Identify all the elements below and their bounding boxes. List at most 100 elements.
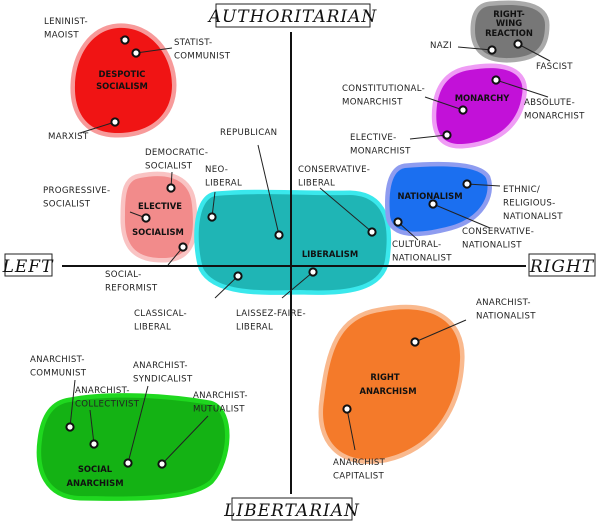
right-anarchism-title: Right bbox=[370, 372, 399, 382]
leader-line bbox=[89, 409, 95, 445]
ideology-label-line: Communist bbox=[30, 369, 87, 379]
ideology-point bbox=[166, 183, 176, 193]
ideology-label-line: Liberal bbox=[205, 179, 242, 189]
leader-line bbox=[214, 275, 239, 299]
elective-socialism-blob bbox=[124, 176, 193, 259]
ideology-point bbox=[442, 130, 452, 140]
ideology-label-line: Monarchist bbox=[524, 112, 585, 122]
elective-socialism-title: Socialism bbox=[132, 227, 184, 237]
ideology-label-line: Conservative- bbox=[462, 227, 534, 237]
svg-text:LEFT: LEFT bbox=[2, 257, 54, 277]
ideology-label-line: Elective- bbox=[350, 133, 397, 143]
ideology-label: Social-Reformist bbox=[105, 270, 158, 294]
leader-line bbox=[281, 271, 314, 299]
ideology-point bbox=[141, 213, 151, 223]
ideology-label-line: Anarchist- bbox=[133, 361, 188, 371]
ideology-label-line: Collectivist bbox=[75, 400, 140, 410]
ideology-label-line: Nationalist bbox=[476, 312, 536, 322]
leader-line bbox=[346, 408, 356, 451]
elective-socialism-group: Democratic-SocialistProgressive- Socialis… bbox=[43, 148, 208, 294]
right-anarchism-title: Anarchism bbox=[359, 386, 416, 396]
ideology-label-line: Capitalist bbox=[333, 472, 385, 482]
ideology-label-line: Monarchist bbox=[342, 98, 403, 108]
ideology-point bbox=[458, 105, 468, 115]
right-wing-reaction-title: Right- bbox=[493, 9, 525, 19]
ideology-label-line: Anarchist- bbox=[476, 298, 531, 308]
ideology-point bbox=[110, 117, 120, 127]
leader-line bbox=[457, 46, 493, 51]
ideology-point bbox=[131, 48, 141, 58]
svg-text:LIBERTARIAN: LIBERTARIAN bbox=[223, 501, 360, 521]
ideology-point bbox=[274, 230, 284, 240]
right-anarchism-region bbox=[318, 304, 465, 464]
ideology-label-line: Nazi bbox=[430, 41, 452, 51]
leader-line bbox=[319, 187, 373, 233]
monarchy-title: Monarchy bbox=[455, 93, 511, 103]
ideology-point bbox=[207, 212, 217, 222]
ideology-label-line: Anarchist- bbox=[30, 355, 85, 365]
despotic-socialism-group: Leninist-MaoistStatist-CommunistMarxistD… bbox=[44, 17, 230, 142]
leader-line bbox=[127, 385, 149, 464]
ideology-point bbox=[123, 458, 133, 468]
right-wing-reaction-group: NaziFascistRight-WingReaction bbox=[430, 9, 573, 72]
right-wing-reaction-blob bbox=[475, 4, 545, 59]
ideology-point bbox=[487, 45, 497, 55]
leader-line bbox=[424, 96, 464, 111]
ideology-label-line: Fascist bbox=[536, 62, 573, 72]
axis-label-authoritarian: AUTHORITARIAN bbox=[207, 3, 376, 28]
elective-socialism-region bbox=[120, 171, 198, 263]
ideology-label-line: Cultural- bbox=[392, 240, 441, 250]
ideology-label-line: Laissez-Faire- bbox=[236, 309, 306, 319]
ideology-label-line: Liberal bbox=[236, 323, 273, 333]
ideology-label-line: Syndicalist bbox=[133, 375, 193, 385]
ideology-label: Republican bbox=[220, 128, 277, 138]
ideology-label-line: Nationalist bbox=[392, 254, 452, 264]
ideology-label-line: Mutualist bbox=[193, 405, 245, 415]
ideology-point bbox=[462, 179, 472, 189]
despotic-socialism-title: Socialism bbox=[96, 81, 148, 91]
ideology-label: Conservative-Liberal bbox=[298, 165, 370, 189]
ideology-label-line: Leninist- bbox=[44, 17, 88, 27]
ideology-point bbox=[367, 227, 377, 237]
leader-line bbox=[432, 203, 491, 229]
social-anarchism-title: Social bbox=[78, 464, 113, 474]
right-wing-reaction-region bbox=[470, 0, 550, 63]
ideology-label: Anarchist- Syndicalist bbox=[133, 361, 193, 385]
ideology-label-line: Anarchist- bbox=[193, 391, 248, 401]
ideology-point bbox=[89, 439, 99, 449]
ideology-label: Absolute-Monarchist bbox=[524, 98, 585, 122]
despotic-socialism-blob bbox=[74, 27, 172, 134]
monarchy-group: Absolute-Monarchist Constitutional- Monarc… bbox=[342, 75, 585, 157]
ideology-label-line: Religious- bbox=[503, 199, 556, 209]
liberalism-title: Liberalism bbox=[302, 249, 358, 259]
despotic-socialism-region bbox=[70, 23, 177, 138]
ideology-label-line: Social- bbox=[105, 270, 141, 280]
leader-line bbox=[409, 134, 448, 140]
nationalism-title: Nationalism bbox=[397, 191, 462, 201]
ideology-label-line: Progressive- bbox=[43, 186, 110, 196]
ideology-label-line: Socialist bbox=[145, 162, 193, 172]
leader-line bbox=[161, 415, 209, 465]
ideology-label: Anarchist- Mutualist bbox=[193, 391, 248, 415]
ideology-label-line: Marxist bbox=[48, 132, 89, 142]
elective-socialism-title: Elective bbox=[138, 201, 182, 211]
svg-text:RIGHT: RIGHT bbox=[529, 257, 595, 277]
ideology-label-line: Nationalist bbox=[462, 241, 522, 251]
ideology-label: Classical-Liberal bbox=[134, 309, 187, 333]
ideology-label: Cultural- Nationalist bbox=[392, 240, 452, 264]
right-wing-reaction-title: Reaction bbox=[485, 28, 533, 38]
ideology-label-line: Classical- bbox=[134, 309, 187, 319]
ideology-label: Democratic-Socialist bbox=[145, 148, 208, 172]
social-anarchism-blob bbox=[41, 397, 226, 497]
ideology-label-line: Socialist bbox=[43, 200, 91, 210]
leader-line bbox=[495, 79, 549, 98]
axis-label-left: LEFT bbox=[2, 253, 54, 277]
ideology-label-line: Constitutional- bbox=[342, 84, 425, 94]
ideology-label: Elective- Monarchist bbox=[350, 133, 411, 157]
ideology-label-line: Monarchist bbox=[350, 147, 411, 157]
leader-line bbox=[79, 121, 116, 134]
